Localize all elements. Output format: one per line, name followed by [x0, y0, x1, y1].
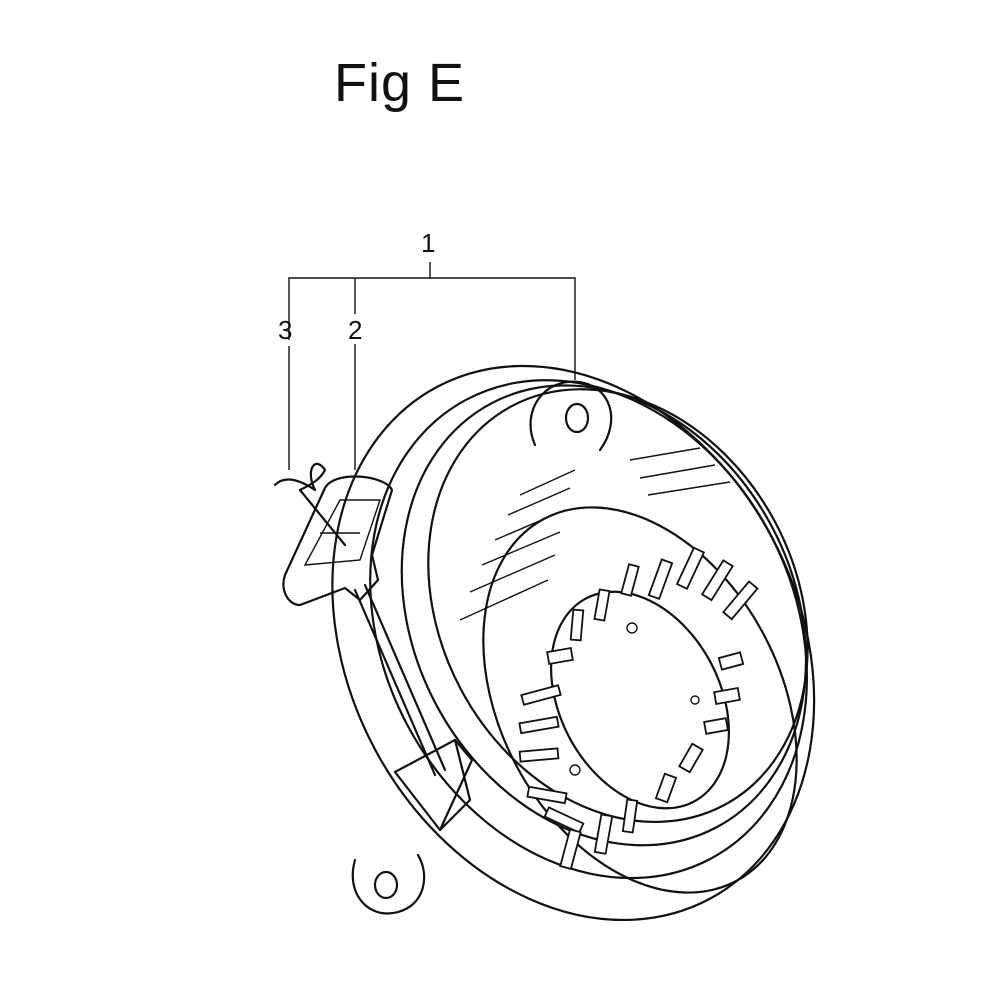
cover-vent-slots	[518, 546, 759, 871]
callout-2-label: 2	[348, 315, 363, 345]
rim-ribs	[459, 447, 731, 621]
rope-knot	[273, 462, 347, 547]
starter-housing	[331, 364, 816, 922]
mounting-ear-bottom	[351, 853, 426, 915]
starter-cover	[482, 506, 798, 894]
mounting-ear-top	[529, 380, 613, 452]
figure-title: Fig E	[334, 53, 466, 113]
starter-handle	[282, 475, 394, 607]
rope-guide	[393, 738, 474, 832]
leader-lines	[288, 262, 576, 470]
starter-rope	[353, 583, 447, 777]
callout-1-label: 1	[421, 228, 436, 258]
